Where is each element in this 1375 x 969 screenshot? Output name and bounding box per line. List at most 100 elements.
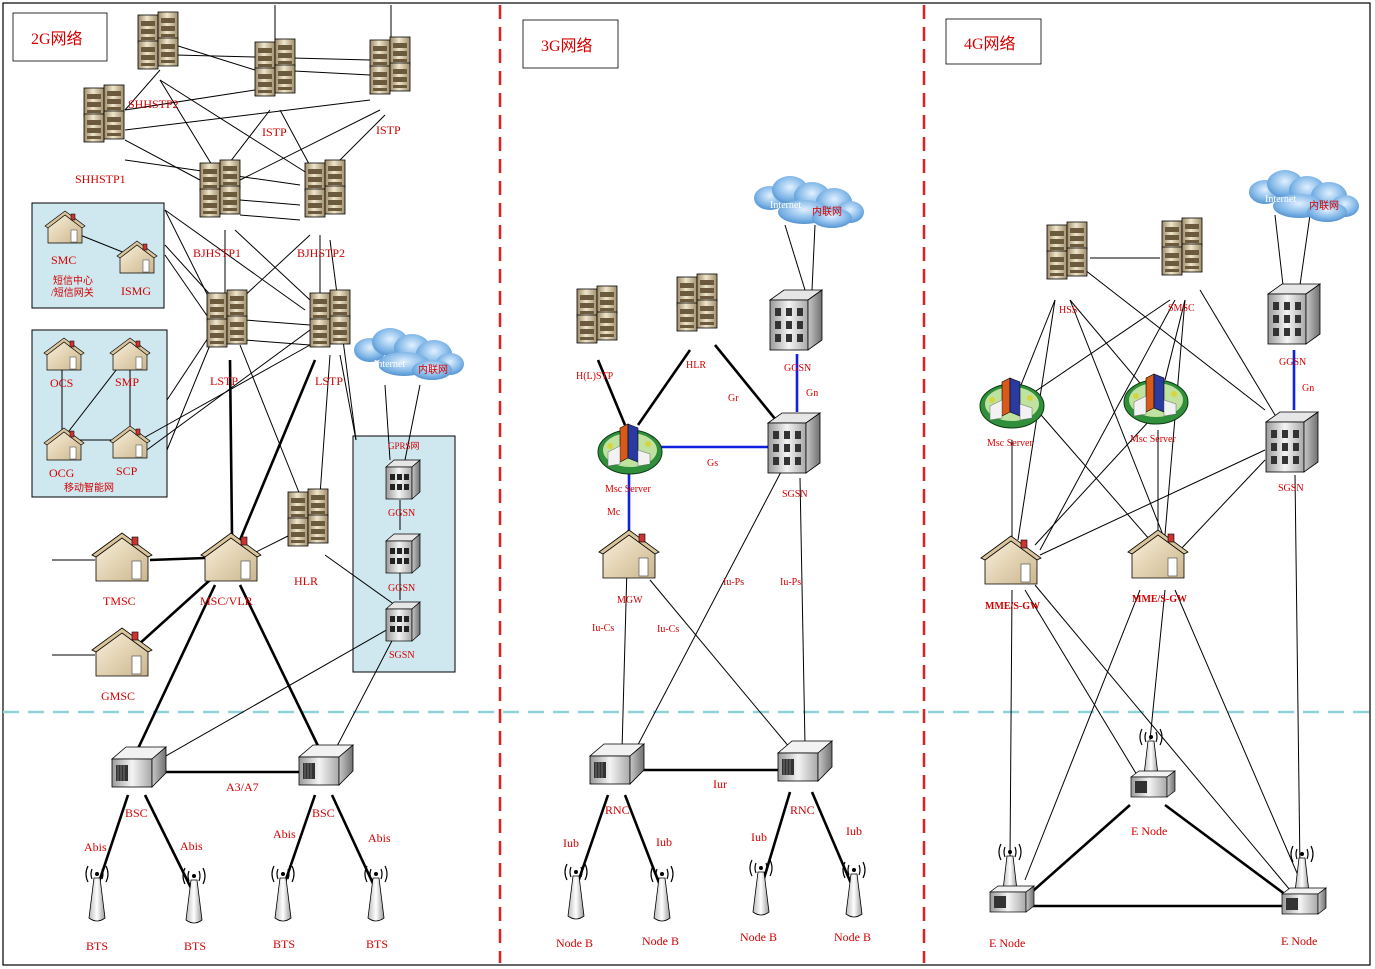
label-shhstp1: SHHSTP1 [75,172,126,186]
label-nodeb-2: Node B [642,934,679,948]
label-intranet-3g: 内联网 [812,205,842,218]
svg-text:3G网络: 3G网络 [541,36,593,55]
label-lstp-2: LSTP [315,374,343,388]
label-sms-group-line1: 短信中心 [53,274,93,287]
panel-title-4g: 4G网络 [945,18,1042,65]
node-gmsc [91,627,153,677]
label-enode-left: E Node [989,936,1025,950]
svg-text:4G网络: 4G网络 [964,34,1016,53]
label-intranet-2g: 内联网 [418,363,448,376]
2g-trunk-links [96,359,378,891]
label-bts-3: BTS [273,937,295,951]
label-gn-4g: Gn [1302,383,1314,394]
label-istp-2: ISTP [376,123,401,137]
node-nodeb-3 [749,859,773,916]
node-msc-vlr [200,532,262,582]
label-iu-ps-2: Iu-Ps [780,577,801,588]
node-rnc-2 [777,740,833,782]
svg-text:2G网络: 2G网络 [31,29,83,48]
label-shhstp2: SHHSTP2 [128,97,179,111]
node-enode-right [1281,845,1327,915]
label-abis-2: Abis [180,839,203,853]
node-ggsn-4g [1267,283,1321,345]
label-gprs: GPRS网 [388,441,420,451]
label-msc-vlr: MSC/VLR [200,594,253,608]
node-enode-top [1130,728,1176,798]
node-ggsn-3g [769,289,823,351]
label-gs: Gs [707,458,718,469]
node-enode-left [989,843,1035,913]
label-smc: SMC [51,253,76,267]
node-msc-server-4g-1 [979,377,1045,429]
label-bsc-1: BSC [125,806,148,820]
label-ismg: ISMG [121,284,151,298]
label-rnc-1: RNC [605,803,630,817]
label-enode-top: E Node [1131,824,1167,838]
label-istp-1: ISTP [262,125,287,139]
panel-title-3g: 3G网络 [522,19,619,69]
label-sgsn-2g: SGSN [389,650,415,661]
label-nodeb-3: Node B [740,930,777,944]
label-internet-3g: Internet [770,200,801,211]
label-gr: Gr [728,393,739,404]
node-rnc-1 [589,743,645,785]
node-bsc-2 [298,744,354,786]
label-smp: SMP [115,375,139,389]
node-bts-3 [271,865,295,922]
label-iu-ps-1: Iu-Ps [723,577,744,588]
node-hlstp [577,286,617,343]
node-istp-2 [370,37,410,94]
label-hlstp: H(L)STP [576,371,614,382]
node-nodeb-1 [564,863,588,920]
node-mgw [598,529,660,579]
label-ggsn-2g-1: GGSN [388,508,415,519]
label-bsc-2: BSC [312,806,335,820]
3g-blue-links [627,354,799,530]
label-nodeb-1: Node B [556,936,593,950]
panel-title-2g: 2G网络 [12,12,108,62]
node-mme-1 [980,535,1042,585]
node-bjhstp1 [200,160,240,217]
node-lstp-2 [310,290,350,347]
label-iub-3: Iub [751,830,767,844]
label-iu-cs-1: Iu-Cs [592,623,614,634]
label-rnc-2: RNC [790,803,815,817]
label-abis-4: Abis [368,831,391,845]
label-gn-3g: Gn [806,388,818,399]
label-nodeb-4: Node B [834,930,871,944]
label-ggsn-3g: GGSN [784,363,811,374]
label-ggsn-2g-2: GGSN [388,583,415,594]
node-bjhstp2 [305,160,345,217]
label-bts-4: BTS [366,937,388,951]
label-abis-3: Abis [273,827,296,841]
node-smsc [1162,218,1202,275]
node-hss [1047,222,1087,279]
label-intranet-4g: 内联网 [1309,199,1339,212]
3g-links [621,224,816,761]
label-hlr-2g: HLR [294,574,318,588]
label-abis-1: Abis [84,840,107,854]
label-iu-cs-2: Iu-Cs [657,624,679,635]
node-bsc-1 [111,746,167,788]
node-msc-server-3g [597,423,663,475]
node-ggsn-2g-2 [385,533,421,574]
label-mc: Mc [607,507,621,518]
label-hlr-3g: HLR [686,360,706,371]
node-tmsc [91,532,153,582]
label-iub-2: Iub [656,835,672,849]
label-scp: SCP [116,464,138,478]
4g-links [1009,214,1311,891]
node-lstp-1 [207,290,247,347]
label-internet-2g: Internet [374,359,405,370]
label-msc-server-4g-1: Msc Server [987,438,1033,449]
label-ocs: OCS [50,376,73,390]
label-gmsc: GMSC [101,689,135,703]
label-iub-1: Iub [563,836,579,850]
node-shhstp2 [138,12,178,69]
label-msc-server-3g: Msc Server [605,484,651,495]
label-iur: Iur [713,777,727,791]
label-msc-server-4g-2: Msc Server [1130,434,1176,445]
node-sgsn-4g [1265,411,1319,473]
